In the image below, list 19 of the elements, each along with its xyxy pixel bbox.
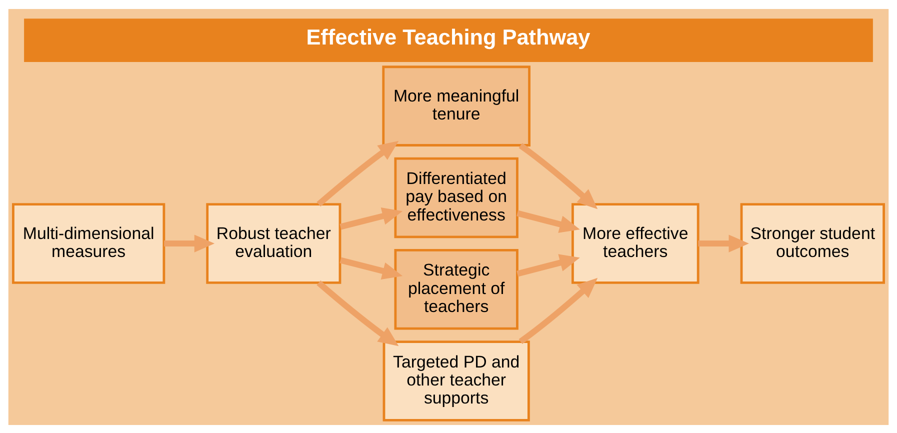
node-box: Differentiated pay based on effectiveness bbox=[394, 156, 518, 238]
arrow bbox=[518, 277, 598, 344]
node-box: Targeted PD and other teacher supports bbox=[382, 340, 530, 421]
node-box: Strategic placement of teachers bbox=[394, 248, 518, 330]
diagram-title: Effective Teaching Pathway bbox=[306, 24, 590, 49]
arrow bbox=[518, 142, 598, 209]
arrow bbox=[698, 234, 749, 252]
arrow bbox=[316, 280, 399, 346]
arrow bbox=[164, 234, 215, 252]
node-box: More effective teachers bbox=[572, 202, 700, 284]
arrow bbox=[516, 254, 580, 276]
node-box: More meaningful tenure bbox=[382, 65, 530, 146]
arrow bbox=[316, 140, 399, 206]
node-box: Robust teacher evaluation bbox=[206, 202, 342, 284]
node-box: Multi-dimensional measures bbox=[12, 202, 166, 284]
arrow bbox=[516, 210, 580, 232]
arrow bbox=[340, 256, 403, 280]
node-box: Stronger student outcomes bbox=[740, 202, 885, 284]
arrow bbox=[340, 206, 403, 230]
